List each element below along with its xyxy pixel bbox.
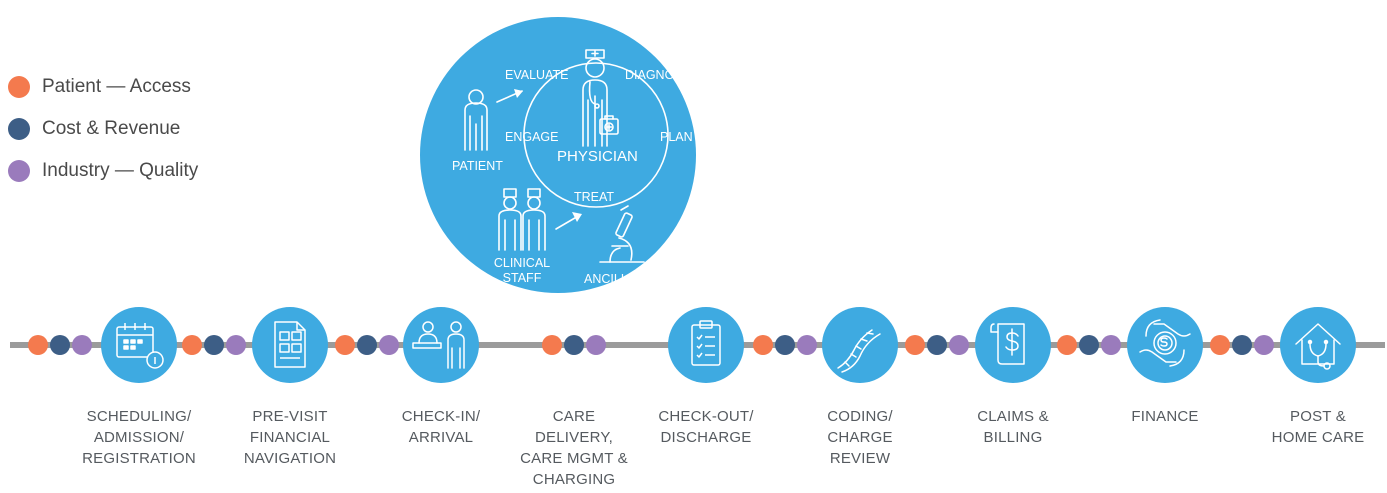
stage-label-line: FINANCE bbox=[1131, 408, 1199, 425]
legend-item-industry-quality: Industry — Quality bbox=[8, 150, 198, 192]
stage-label-line: CHARGING bbox=[532, 471, 616, 488]
dot-cost-revenue bbox=[357, 335, 377, 355]
timeline-dots bbox=[28, 335, 1274, 355]
clipboard-checklist-icon bbox=[691, 320, 721, 366]
clinical-staff-icon bbox=[498, 188, 546, 251]
stage-label-line: BILLING bbox=[983, 429, 1043, 446]
stage-circle bbox=[101, 307, 177, 383]
legend-label: Patient — Access bbox=[42, 76, 191, 97]
stage-label-claims: CLAIMS & BILLING bbox=[938, 406, 1088, 448]
dot-industry-quality bbox=[586, 335, 606, 355]
stage-label-check-out: CHECK-OUT/ DISCHARGE bbox=[631, 406, 781, 448]
dot-patient-access bbox=[1210, 335, 1230, 355]
stage-label-care-delivery: CARE DELIVERY, CARE MGMT & CHARGING bbox=[499, 406, 649, 490]
dna-icon bbox=[837, 329, 881, 373]
stage-scheduling bbox=[101, 307, 177, 383]
dot-patient-access bbox=[1057, 335, 1077, 355]
dot-industry-quality bbox=[1101, 335, 1121, 355]
dot-patient-access bbox=[905, 335, 925, 355]
stage-label-line: CHECK-IN/ bbox=[401, 408, 481, 425]
dot-patient-access bbox=[28, 335, 48, 355]
dot-industry-quality bbox=[797, 335, 817, 355]
hand-coin-icon bbox=[1139, 319, 1191, 367]
care-cycle-ring bbox=[523, 62, 669, 208]
stage-finance bbox=[1127, 307, 1203, 383]
stage-circle bbox=[822, 307, 898, 383]
stage-circle bbox=[975, 307, 1051, 383]
stage-circle bbox=[668, 307, 744, 383]
dot-industry-quality bbox=[379, 335, 399, 355]
dot-cost-revenue bbox=[927, 335, 947, 355]
dot-cost-revenue bbox=[1232, 335, 1252, 355]
stage-circle bbox=[1127, 307, 1203, 383]
legend-item-cost-revenue: Cost & Revenue bbox=[8, 108, 198, 150]
stage-check-out bbox=[668, 307, 744, 383]
stage-label-scheduling: SCHEDULING/ ADMISSION/ REGISTRATION bbox=[64, 406, 214, 469]
document-grid-icon bbox=[274, 321, 306, 368]
reception-desk-icon bbox=[412, 321, 465, 369]
legend-dot-industry-quality bbox=[8, 160, 30, 182]
stage-label-line: REGISTRATION bbox=[82, 450, 196, 467]
dollar-document-icon bbox=[990, 323, 1025, 365]
dot-patient-access bbox=[335, 335, 355, 355]
legend-label: Industry — Quality bbox=[42, 160, 199, 181]
stage-post-home-care bbox=[1280, 307, 1356, 383]
stage-label-line: ARRIVAL bbox=[408, 429, 474, 446]
stage-claims bbox=[975, 307, 1051, 383]
care-cycle-circle bbox=[420, 17, 696, 293]
home-stethoscope-icon bbox=[1295, 323, 1341, 370]
stage-label-line: FINANCIAL bbox=[249, 429, 331, 446]
stage-label-line: CHECK-OUT/ bbox=[658, 408, 754, 425]
microscope-icon bbox=[599, 205, 645, 263]
stage-check-in bbox=[403, 307, 479, 383]
stage-circle bbox=[252, 307, 328, 383]
stage-label-line: DISCHARGE bbox=[660, 429, 752, 446]
dot-cost-revenue bbox=[1079, 335, 1099, 355]
dot-patient-access bbox=[182, 335, 202, 355]
dot-cost-revenue bbox=[775, 335, 795, 355]
stage-label-pre-visit: PRE-VISIT FINANCIAL NAVIGATION bbox=[215, 406, 365, 469]
stage-circle bbox=[1280, 307, 1356, 383]
patient-icon bbox=[464, 89, 488, 151]
care-cycle bbox=[420, 17, 696, 293]
arrow-icon bbox=[555, 212, 582, 230]
calendar-icon bbox=[116, 323, 164, 369]
dot-industry-quality bbox=[226, 335, 246, 355]
stage-label-line: PRE-VISIT bbox=[252, 408, 328, 425]
stage-label-line: ADMISSION/ bbox=[93, 429, 185, 446]
stage-label-post-home-care: POST & HOME CARE bbox=[1243, 406, 1387, 448]
stage-label-line: HOME CARE bbox=[1271, 429, 1365, 446]
dot-industry-quality bbox=[949, 335, 969, 355]
stage-label-coding: CODING/ CHARGE REVIEW bbox=[785, 406, 935, 469]
legend: Patient — Access Cost & Revenue Industry… bbox=[8, 66, 198, 192]
stage-label-line: POST & bbox=[1290, 408, 1346, 425]
legend-label: Cost & Revenue bbox=[42, 118, 181, 139]
legend-item-patient-access: Patient — Access bbox=[8, 66, 198, 108]
stage-coding bbox=[822, 307, 898, 383]
stage-label-line: CODING/ bbox=[827, 408, 893, 425]
dot-cost-revenue bbox=[204, 335, 224, 355]
dot-industry-quality bbox=[1254, 335, 1274, 355]
arrow-icon bbox=[496, 89, 523, 103]
dot-industry-quality bbox=[72, 335, 92, 355]
legend-dot-patient-access bbox=[8, 76, 30, 98]
stage-label-line: CARE MGMT & bbox=[520, 450, 628, 467]
dot-cost-revenue bbox=[564, 335, 584, 355]
physician-icon bbox=[582, 49, 619, 147]
stage-label-line: SCHEDULING/ bbox=[86, 408, 192, 425]
legend-dot-cost-revenue bbox=[8, 118, 30, 140]
dot-patient-access bbox=[753, 335, 773, 355]
stage-label-line: NAVIGATION bbox=[243, 450, 337, 467]
dot-cost-revenue bbox=[50, 335, 70, 355]
stage-label-line: CARE bbox=[552, 408, 596, 425]
dot-patient-access bbox=[542, 335, 562, 355]
stage-label-check-in: CHECK-IN/ ARRIVAL bbox=[366, 406, 516, 448]
stage-label-line: CHARGE bbox=[827, 429, 893, 446]
stage-label-line: CLAIMS & bbox=[977, 408, 1049, 425]
stage-label-finance: FINANCE bbox=[1090, 406, 1240, 427]
stage-label-line: DELIVERY, bbox=[535, 429, 613, 446]
stage-label-line: REVIEW bbox=[829, 450, 891, 467]
stage-pre-visit bbox=[252, 307, 328, 383]
